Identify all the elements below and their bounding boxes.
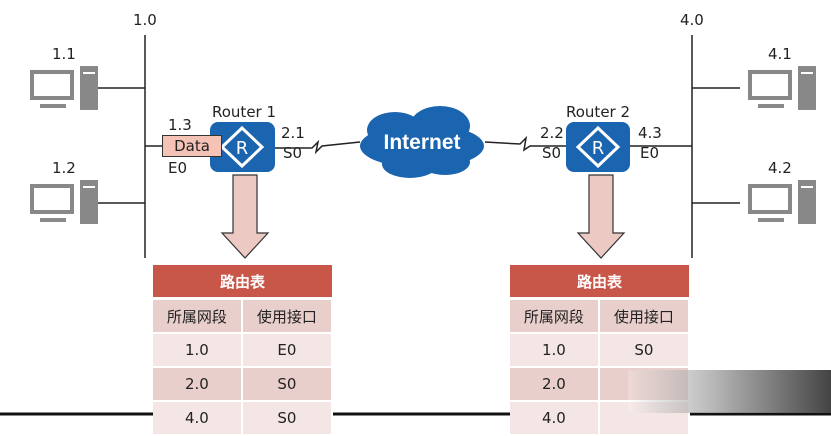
table-title: 路由表 [510, 265, 689, 300]
cloud-label: Internet [383, 131, 461, 154]
cell: S0 [598, 333, 691, 368]
network-label-right: 4.0 [680, 11, 704, 29]
network-lines: R R [0, 35, 831, 416]
router1-e-if: E0 [168, 159, 188, 177]
cell: 2.0 [510, 367, 600, 402]
cell: 2.0 [153, 367, 243, 402]
router1-e-ip: 1.3 [168, 116, 192, 134]
router2-s-ip: 2.2 [540, 124, 564, 142]
host-label: 4.2 [768, 159, 792, 177]
network-label-left: 1.0 [133, 11, 157, 29]
host-label: 1.1 [52, 45, 76, 63]
router1-s-ip: 2.1 [281, 124, 305, 142]
router1-name: Router 1 [212, 103, 277, 121]
table-header: 使用接口 [598, 298, 691, 334]
pc-icons [30, 66, 816, 224]
cell: 1.0 [153, 333, 243, 368]
table-header: 所属网段 [510, 298, 600, 334]
down-arrows [220, 174, 626, 259]
cell: S0 [241, 367, 334, 402]
table-title: 路由表 [153, 265, 332, 300]
router-icons: R R [210, 122, 630, 172]
router2-e-if: E0 [640, 144, 660, 162]
svg-text:R: R [236, 138, 249, 159]
router2-s-if: S0 [542, 144, 562, 162]
router1-s-if: S0 [283, 144, 303, 162]
router2-name: Router 2 [566, 103, 631, 121]
table-header: 使用接口 [241, 298, 334, 334]
host-label: 1.2 [52, 159, 76, 177]
cell: S0 [241, 401, 334, 436]
cell: E0 [241, 333, 334, 368]
watermark-overlay [628, 370, 831, 413]
cloud-icon [360, 106, 484, 178]
cell: 1.0 [510, 333, 600, 368]
svg-text:R: R [592, 138, 605, 159]
cell: 4.0 [153, 401, 243, 436]
host-label: 4.1 [768, 45, 792, 63]
router2-e-ip: 4.3 [638, 124, 662, 142]
table-header: 所属网段 [153, 298, 243, 334]
cell: 4.0 [510, 401, 600, 436]
data-packet: Data [162, 135, 222, 157]
